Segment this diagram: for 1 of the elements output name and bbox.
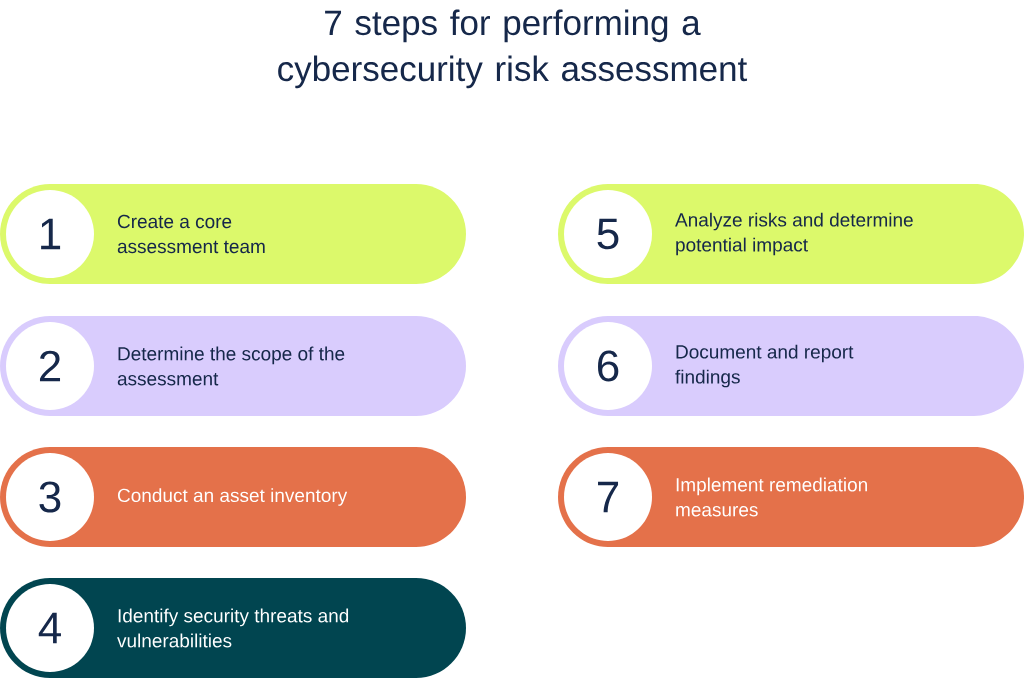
title: 7 steps for performing a cybersecurity risk assessment — [278, 9, 747, 89]
